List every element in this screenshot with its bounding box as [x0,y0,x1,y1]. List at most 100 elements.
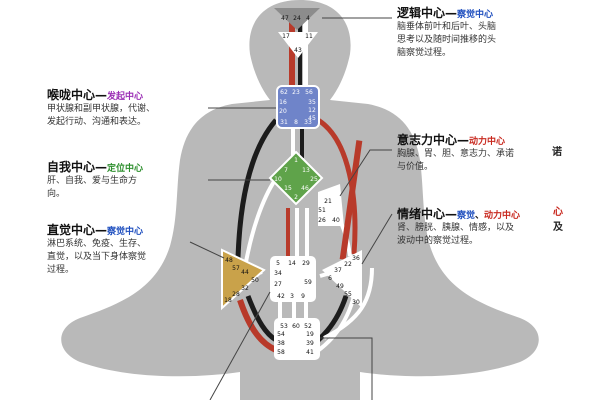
gate-47: 47 [281,15,289,22]
head-desc-line: 思考以及随时间推移的头 [397,35,497,45]
gate-4: 4 [306,15,310,22]
gate-7: 7 [284,167,288,174]
channel-throat-solar [316,117,358,255]
gate-42: 42 [277,293,285,300]
channel-sacral-root-3 [304,298,308,320]
gate-29: 29 [302,260,310,267]
gate-20: 20 [279,108,287,115]
spleen-center [221,248,266,311]
gate-43: 43 [294,47,302,54]
gate-38: 38 [277,340,285,347]
spleen-desc-line: 过程。 [47,265,75,275]
gate-10: 10 [274,176,282,183]
channel-g-sacral-2 [295,208,299,258]
root-center [274,318,320,360]
gate-15: 15 [284,185,292,192]
gate-13: 13 [302,167,310,174]
channel-g-sacral-3 [305,208,309,258]
gate-14: 14 [288,260,296,267]
gate-25: 25 [310,176,318,183]
gate-50: 50 [251,277,259,284]
gate-18: 18 [224,297,232,304]
throat-desc-line: 甲状腺和副甲状腺，代谢、 [47,104,156,114]
gate-40: 40 [332,217,340,224]
gate-26: 26 [318,217,326,224]
gate-36: 36 [352,255,360,262]
gate-9: 9 [301,293,305,300]
gate-53: 53 [280,323,288,330]
gate-54: 54 [277,331,285,338]
gate-48: 48 [225,257,233,264]
throat-center [276,85,320,129]
gate-2: 2 [294,194,298,201]
centers [221,8,362,360]
emotion-label-tag2: 动力中心 [484,211,521,221]
leader-spleen [189,241,225,259]
emotion-desc-line: 肾、膀胱、胰腺、情感，以及 [397,223,515,233]
gate-49: 49 [336,283,344,290]
channel-g-spleen [244,178,277,263]
head-desc-line: 脑察觉过程。 [397,48,452,58]
stray-char-a: 诺 [552,147,562,158]
gate-21: 21 [324,198,332,205]
channel-ajna-throat [303,18,308,90]
gate-46: 46 [301,185,309,192]
channel-throat-g-2 [300,128,304,158]
gate-numbers: 47 24 4 17 11 43 62 23 56 16 35 12 20 45… [224,15,360,356]
channel-throat-g [291,128,295,158]
gate-57: 57 [232,265,240,272]
gate-51: 51 [318,207,326,214]
emotion-label-dash: — [445,207,458,221]
gate-37: 37 [334,267,342,274]
solar-center [322,250,362,308]
gate-17: 17 [282,33,290,40]
ajna-center [278,32,318,58]
gate-39: 39 [306,340,314,347]
emotion-label: 情绪中心—察觉、动力中心 肾、膀胱、胰腺、情感，以及 波动中的察觉过程。 [397,205,520,248]
gate-34: 34 [274,270,282,277]
emotion-label-sep: 、 [475,211,485,221]
gate-22: 22 [344,261,352,268]
throat-label-dash: — [95,88,108,102]
gate-30: 30 [352,299,360,306]
head-desc-line: 脑垂体前叶和后叶、头脑 [397,22,497,32]
will-desc-line: 胸腺、胃、胆、意志力、承诺 [397,149,515,159]
throat-label-title: 喉咙中心—发起中心 [47,86,155,103]
gate-60: 60 [292,323,300,330]
gate-58: 58 [277,349,285,356]
self-label-main: 自我中心 [47,160,96,174]
throat-label-tag: 发起中心 [107,92,144,102]
gate-41: 41 [306,349,314,356]
channel-head-ajna [289,18,295,90]
throat-label: 喉咙中心—发起中心 甲状腺和副甲状腺，代谢、 发起行动、沟通和表达。 [47,86,155,129]
stray-char-b: 心 [553,207,563,218]
will-label: 意志力中心—动力中心 胸腺、胃、胆、意志力、承诺 与价值。 [397,131,514,174]
self-label-tag: 定位中心 [107,164,144,174]
spleen-desc-line: 淋巴系统、免疫、生存、 [47,239,147,249]
head-label-desc: 脑垂体前叶和后叶、头脑 思考以及随时间推移的头 脑察觉过程。 [397,21,496,60]
emotion-label-title: 情绪中心—察觉、动力中心 [397,205,520,222]
channel-sacral-root [278,298,282,320]
sacral-center [270,256,316,302]
spleen-label-main: 直觉中心 [47,223,96,237]
gate-55: 55 [344,291,352,298]
gate-56: 56 [305,89,313,96]
head-label-main: 逻辑中心 [397,6,446,20]
gate-8: 8 [294,119,298,126]
throat-desc-line: 发起行动、沟通和表达。 [47,117,147,127]
head-center [274,8,320,30]
self-label-title: 自我中心—定位中心 [47,158,143,175]
gate-24: 24 [293,15,301,22]
gate-59: 59 [304,279,312,286]
emotion-label-tag: 察觉 [457,211,476,221]
spleen-label-desc: 淋巴系统、免疫、生存、 直觉，以及当下身体察觉 过程。 [47,238,146,277]
channel-sacral-root-2 [292,298,296,320]
leader-emotion [361,213,393,265]
spleen-label: 直觉中心—察觉中心 淋巴系统、免疫、生存、 直觉，以及当下身体察觉 过程。 [47,221,146,277]
will-label-dash: — [457,133,470,147]
channel-throat-spleen [235,118,278,259]
gate-3: 3 [290,293,294,300]
head-label-dash: — [445,6,458,20]
stray-char-c: 及 [553,222,563,233]
